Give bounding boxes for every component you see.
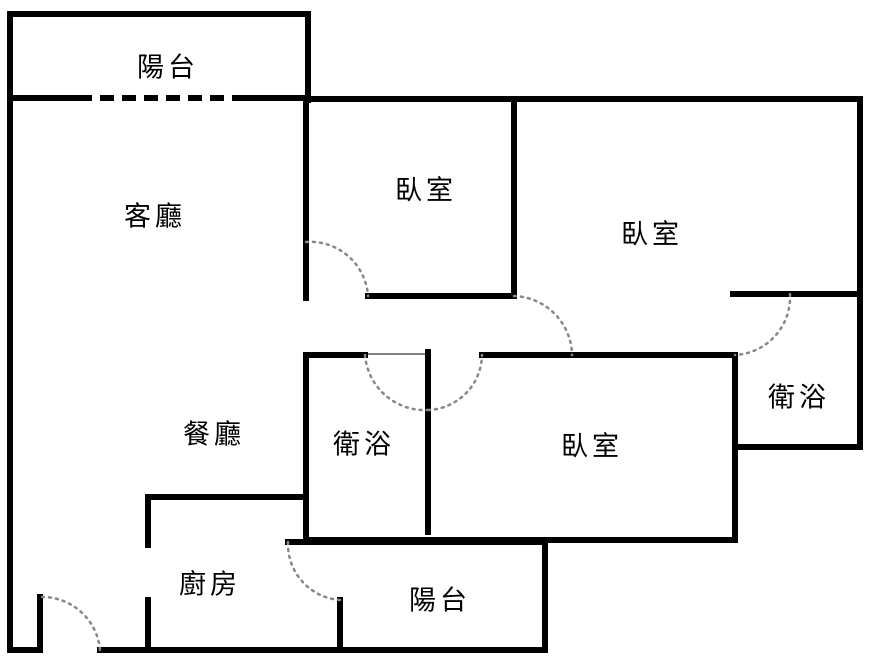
room-label-bathroom-1: 衛浴 — [333, 429, 395, 461]
door-entrance — [40, 595, 102, 652]
door-bathroom-2 — [733, 292, 792, 357]
room-label-living-room: 客廳 — [124, 201, 186, 233]
door-swings — [40, 240, 792, 652]
door-bedroom-3 — [426, 353, 484, 412]
wall-lines — [7, 11, 863, 653]
door-bathroom-1 — [363, 353, 430, 412]
room-label-dining-room: 餐廳 — [183, 419, 245, 451]
door-balcony — [286, 540, 342, 602]
door-bedroom-1 — [304, 240, 370, 298]
door-bedroom-2 — [512, 294, 574, 357]
room-label-balcony-top: 陽台 — [137, 52, 199, 84]
room-label-bedroom-3: 臥室 — [561, 431, 623, 463]
room-label-kitchen: 廚房 — [179, 569, 241, 601]
room-label-bedroom-2: 臥室 — [621, 219, 683, 251]
room-label-bedroom-1: 臥室 — [395, 175, 457, 207]
room-label-bathroom-2: 衛浴 — [768, 382, 830, 414]
room-label-balcony-bottom: 陽台 — [409, 585, 471, 617]
